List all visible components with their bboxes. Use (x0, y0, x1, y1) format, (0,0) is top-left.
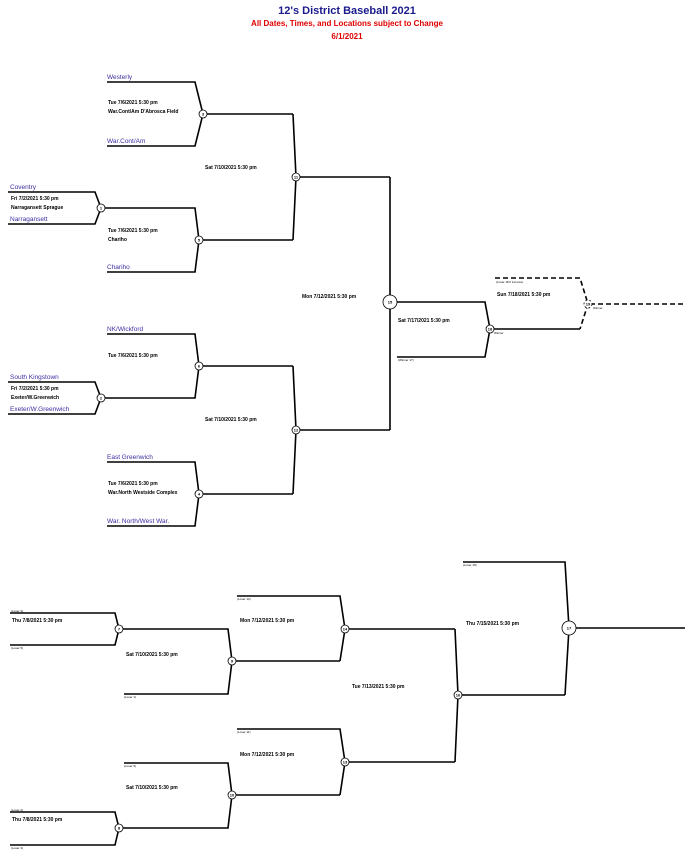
game-number: 8 (117, 825, 121, 831)
game-number: 4 (197, 491, 201, 497)
game-10-info: Sat 7/10/2021 5:30 pm (126, 785, 178, 791)
game-number: 12 (293, 427, 299, 433)
slot-g13a: (Loser 11) (237, 730, 251, 734)
slot-winner-19: Winner (593, 306, 603, 310)
game-number: 6 (197, 363, 201, 369)
team-nk: NK/Wickford (107, 326, 144, 333)
slot-winner-17: (Winner 17) (398, 358, 414, 362)
team-warcont: War.Cont/Am (107, 138, 146, 145)
slot-g8a: (Loser 2) (11, 808, 24, 812)
slot-loser-18: (Loser 18 if 1st loss) (496, 280, 524, 284)
team-exeter: Exeter/W.Greenwich (10, 406, 70, 413)
team-chariho: Chariho (107, 264, 130, 271)
team-warnorth: War. North/West War. (107, 518, 170, 525)
game-14-info: Mon 7/12/2021 5:30 pm (240, 618, 295, 624)
game-number: 3 (201, 111, 205, 117)
game-number: 10 (229, 792, 235, 798)
slot-g7b: (Loser 5) (11, 646, 24, 650)
game-number: 9 (230, 658, 234, 664)
game-number: 16 (455, 692, 461, 698)
subtitle: All Dates, Times, and Locations subject … (251, 19, 443, 28)
game-9-info: Sat 7/10/2021 5:30 pm (126, 652, 178, 658)
team-coventry: Coventry (10, 184, 37, 191)
game-number: 19 (585, 301, 591, 307)
game-13-info: Mon 7/12/2021 5:30 pm (240, 752, 295, 758)
slot-g10a: (Loser 6) (124, 764, 137, 768)
page-title: 12's District Baseball 2021 (278, 5, 416, 17)
game-12-info: Sat 7/10/2021 5:30 pm (205, 417, 257, 423)
slot-g9b: (Loser 1) (124, 695, 137, 699)
slot-g8b: (Loser 4) (11, 846, 24, 850)
game-8-info: Thu 7/8/2021 5:30 pm (12, 817, 63, 823)
team-sk: South Kingstown (10, 374, 59, 381)
game-18-info: Sat 7/17/2021 5:30 pm (398, 318, 450, 324)
game-number: 18 (487, 326, 493, 332)
game-6-info: Tue 7/6/2021 5:30 pm (108, 353, 158, 359)
game-11-info: Sat 7/10/2021 5:30 pm (205, 165, 257, 171)
game-17-info: Thu 7/15/2021 5:30 pm (466, 621, 520, 627)
revision-date: 6/1/2021 (331, 32, 363, 41)
slot-g17a: (Loser 15) (463, 563, 477, 567)
game-number: 13 (342, 759, 348, 765)
game-number: 7 (117, 626, 121, 632)
game-16-info: Tue 7/13/2021 5:30 pm (352, 684, 405, 690)
slot-g7a: (Loser 3) (11, 609, 24, 613)
team-eg: East Greenwich (107, 454, 153, 461)
game-number: 14 (342, 626, 348, 632)
slot-g14a: (Loser 12) (237, 597, 251, 601)
game-number: 11 (293, 174, 299, 180)
game-number: 1 (99, 205, 103, 211)
game-7-info: Thu 7/8/2021 5:30 pm (12, 618, 63, 624)
game-19-info: Sun 7/18/2021 5:30 pm (497, 292, 551, 298)
game-number: 17 (566, 625, 572, 631)
game-15-info: Mon 7/12/2021 5:30 pm (302, 294, 357, 300)
game-number: 2 (99, 395, 103, 401)
team-westerly: Westerly (107, 74, 133, 81)
game-number: 15 (387, 299, 393, 305)
slot-winner-18: Winner (494, 331, 504, 335)
team-narragansett: Narragansett (10, 216, 48, 223)
game-number: 5 (197, 237, 201, 243)
